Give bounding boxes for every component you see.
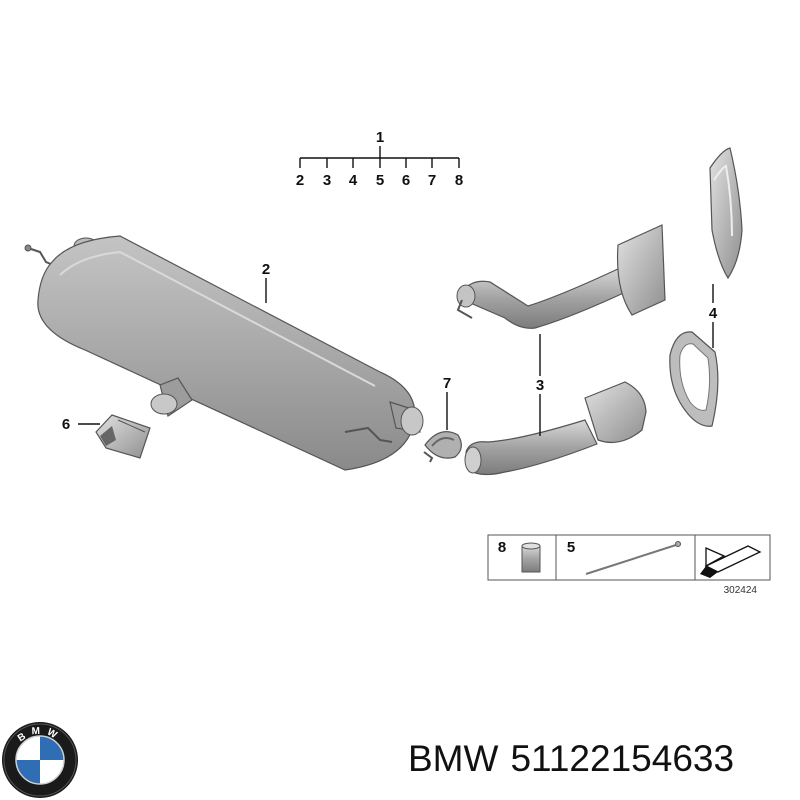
- tree-item-2: 2: [296, 172, 304, 189]
- clamp-7: [423, 431, 462, 463]
- direction-arrow-icon: [700, 545, 762, 578]
- tailpipe-lower: [464, 381, 647, 476]
- callout-4: 4: [709, 305, 718, 322]
- sleeve-8: [521, 542, 541, 573]
- assembly-tree: 1 2 3 4 5 6 7 8: [296, 129, 463, 189]
- tailpipe-upper: [456, 224, 666, 329]
- part-caption: BMW 51122154633: [408, 738, 746, 780]
- rear-muffler: [24, 235, 424, 471]
- bmw-logo: BMW: [2, 722, 78, 798]
- tree-item-6: 6: [402, 172, 410, 189]
- cable-tie-5: [585, 541, 681, 575]
- callout-leaders: 2 3 4 6 7: [62, 261, 718, 436]
- tree-item-7: 7: [428, 172, 436, 189]
- brand-name: BMW: [408, 738, 499, 779]
- tree-item-5: 5: [376, 172, 384, 189]
- trim-4: [669, 147, 743, 427]
- diagram-number: 302424: [724, 585, 758, 596]
- box-item-5-label: 5: [567, 539, 575, 556]
- box-item-8-label: 8: [498, 539, 506, 556]
- small-parts-box: 8 5 302424: [487, 534, 771, 596]
- callout-3: 3: [536, 377, 544, 394]
- callout-1: 1: [376, 129, 384, 146]
- callout-6: 6: [62, 416, 70, 433]
- tree-item-8: 8: [455, 172, 463, 189]
- clamp-6: [95, 414, 151, 459]
- callout-7: 7: [443, 375, 451, 392]
- tree-item-3: 3: [323, 172, 331, 189]
- callout-2: 2: [262, 261, 270, 278]
- tree-item-4: 4: [349, 172, 358, 189]
- part-number: 51122154633: [510, 738, 735, 779]
